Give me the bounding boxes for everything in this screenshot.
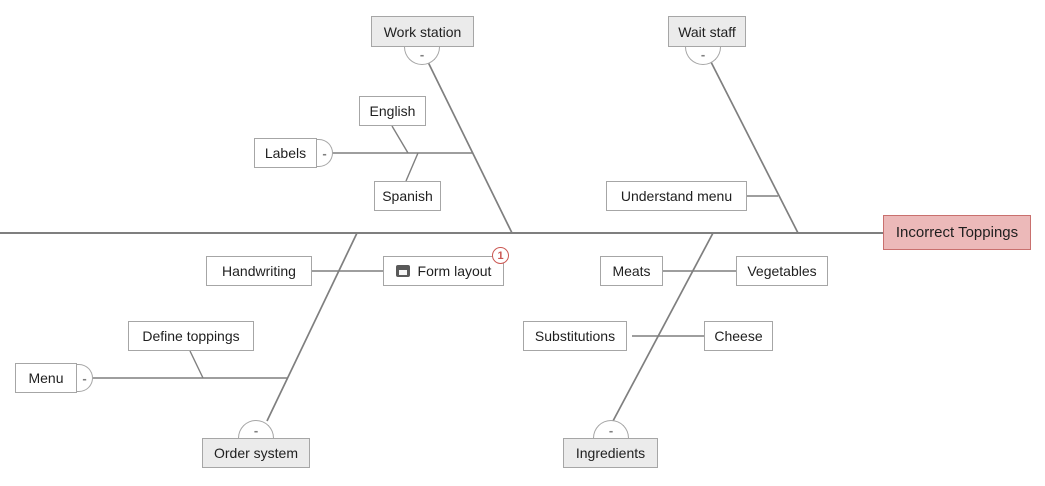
category-box-work-station[interactable]: Work station [371, 16, 474, 47]
effect-box[interactable]: Incorrect Toppings [883, 215, 1031, 250]
collapse-minus-icon: - [82, 370, 87, 386]
cause-label: Substitutions [534, 328, 616, 344]
category-box-order-system[interactable]: Order system [202, 438, 310, 468]
work-station-bone [427, 61, 513, 234]
note-icon [395, 265, 410, 277]
collapse-minus-icon: - [608, 423, 614, 438]
cause-label: Form layout [417, 263, 492, 279]
cause-label: Meats [612, 263, 651, 279]
cause-box-vegetables[interactable]: Vegetables [736, 256, 828, 286]
effect-label: Incorrect Toppings [895, 224, 1019, 241]
cause-box-understand-menu[interactable]: Understand menu [606, 181, 747, 211]
cause-box-menu[interactable]: Menu [15, 363, 77, 393]
cause-box-english[interactable]: English [359, 96, 426, 126]
category-label: Ingredients [575, 445, 646, 461]
cause-box-form-layout[interactable]: Form layout [383, 256, 504, 286]
category-label: Work station [383, 23, 462, 40]
order-system-bone [266, 232, 358, 422]
cause-box-define-toppings[interactable]: Define toppings [128, 321, 254, 351]
cause-label: English [369, 103, 416, 119]
ingredients-bone [612, 232, 714, 422]
cause-label: Spanish [382, 188, 433, 204]
category-box-ingredients[interactable]: Ingredients [563, 438, 658, 468]
category-box-wait-staff[interactable]: Wait staff [668, 16, 746, 47]
cause-label: Handwriting [222, 263, 296, 279]
badge-count: 1 [497, 249, 504, 262]
spanish-connector [405, 152, 419, 182]
cause-label: Cheese [714, 328, 763, 344]
wait-staff-bone [710, 61, 799, 234]
cause-label: Labels [264, 145, 307, 161]
collapse-minus-icon: - [253, 423, 259, 438]
note-count-badge[interactable]: 1 [492, 247, 509, 264]
cause-label: Define toppings [142, 328, 240, 344]
cause-label: Menu [28, 370, 64, 386]
category-label: Order system [213, 445, 298, 461]
cause-box-substitutions[interactable]: Substitutions [523, 321, 627, 351]
cause-box-meats[interactable]: Meats [600, 256, 663, 286]
cause-box-handwriting[interactable]: Handwriting [206, 256, 312, 286]
cause-label: Understand menu [620, 188, 733, 204]
english-connector [391, 125, 409, 154]
define-toppings-connector [189, 350, 204, 379]
cause-label: Vegetables [747, 263, 817, 279]
collapse-minus-icon: - [322, 145, 327, 161]
collapse-minus-icon: - [419, 47, 425, 62]
cause-box-labels[interactable]: Labels [254, 138, 317, 168]
cause-box-spanish[interactable]: Spanish [374, 181, 441, 211]
collapse-minus-icon: - [700, 47, 706, 62]
cause-box-cheese[interactable]: Cheese [704, 321, 773, 351]
category-label: Wait staff [678, 23, 736, 40]
